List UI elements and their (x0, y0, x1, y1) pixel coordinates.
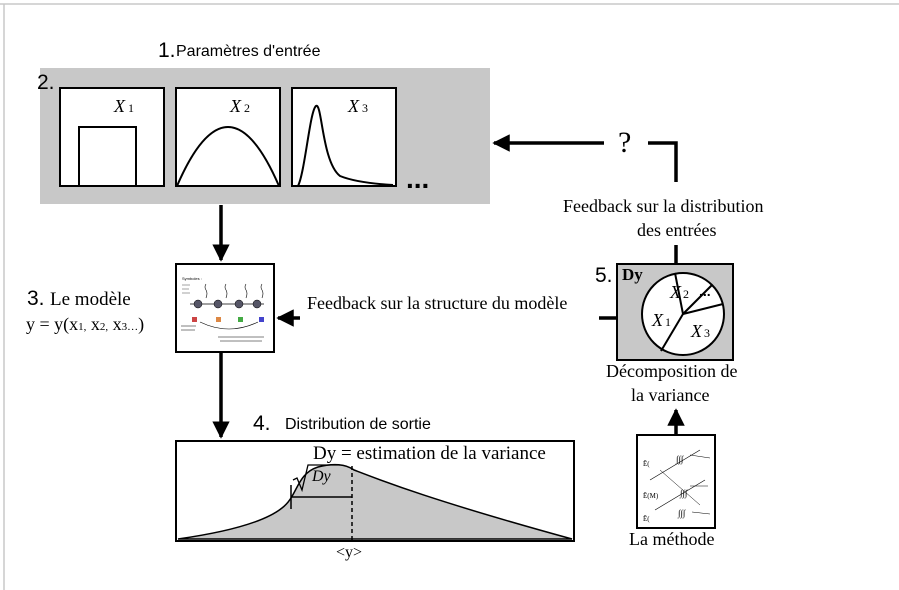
pie-divider-3 (682, 303, 724, 315)
feedback-input-line-upper (648, 141, 678, 182)
more-inputs-ellipsis: ... (406, 163, 430, 194)
pie-divider-1 (674, 272, 684, 315)
svg-text:Ē(: Ē( (643, 515, 650, 523)
method-formula-icon: Ē( Ē(M) Ē( ∫∫∫ ∫∫∫ ∫∫∫ (643, 449, 711, 523)
question-mark: ? (618, 126, 632, 159)
variance-estimation-label: Dy = estimation de la variance (313, 443, 546, 464)
step-2-number: 2. (37, 71, 55, 94)
svg-text:Ē(: Ē( (643, 460, 650, 468)
feedback-inputs-label-line2: des entrées (637, 220, 717, 240)
step-1-number: 1. (158, 39, 176, 62)
step-3-number: 3. (27, 287, 45, 310)
step-4-number: 4. (253, 412, 271, 435)
model-label: Le modèle (50, 289, 131, 310)
sqrt-dy-label: Dy (312, 468, 331, 485)
svg-text:∫∫∫: ∫∫∫ (675, 454, 685, 465)
method-label: La méthode (629, 529, 715, 549)
input-box-x2 (175, 87, 281, 187)
step-5-number: 5. (595, 264, 613, 287)
svg-text:Ē(M): Ē(M) (643, 492, 659, 500)
pie-divider-2 (682, 284, 713, 315)
svg-text:Symboles :: Symboles : (182, 276, 202, 281)
uniform-distribution-curve (78, 126, 137, 186)
parabolic-distribution-curve (176, 126, 280, 187)
model-schematic-icon: Symboles : (181, 276, 264, 342)
step-1-label: Paramètres d'entrée (176, 43, 321, 60)
model-formula: y = y(x1, x2, x3…) (26, 314, 145, 334)
feedback-inputs-label-line1: Feedback sur la distribution (563, 196, 764, 216)
output-distribution-label: Distribution de sortie (285, 416, 431, 433)
input-box-x3 (291, 87, 397, 187)
pie-more-label: ... (699, 283, 711, 299)
decomposition-caption-line2: la variance (631, 385, 710, 405)
sqrt-symbol (292, 464, 340, 493)
svg-text:∫∫∫: ∫∫∫ (677, 508, 687, 519)
pie-divider-4 (660, 313, 684, 352)
feedback-model-label: Feedback sur la structure du modèle (307, 293, 568, 313)
input-box-x1 (59, 87, 165, 187)
decomposition-caption-line1: Décomposition de (606, 361, 738, 381)
mean-label: <y> (336, 544, 363, 561)
pie-title: Dy (622, 265, 643, 284)
svg-text:∫∫∫: ∫∫∫ (679, 488, 689, 499)
skewed-distribution-curve (297, 104, 394, 187)
